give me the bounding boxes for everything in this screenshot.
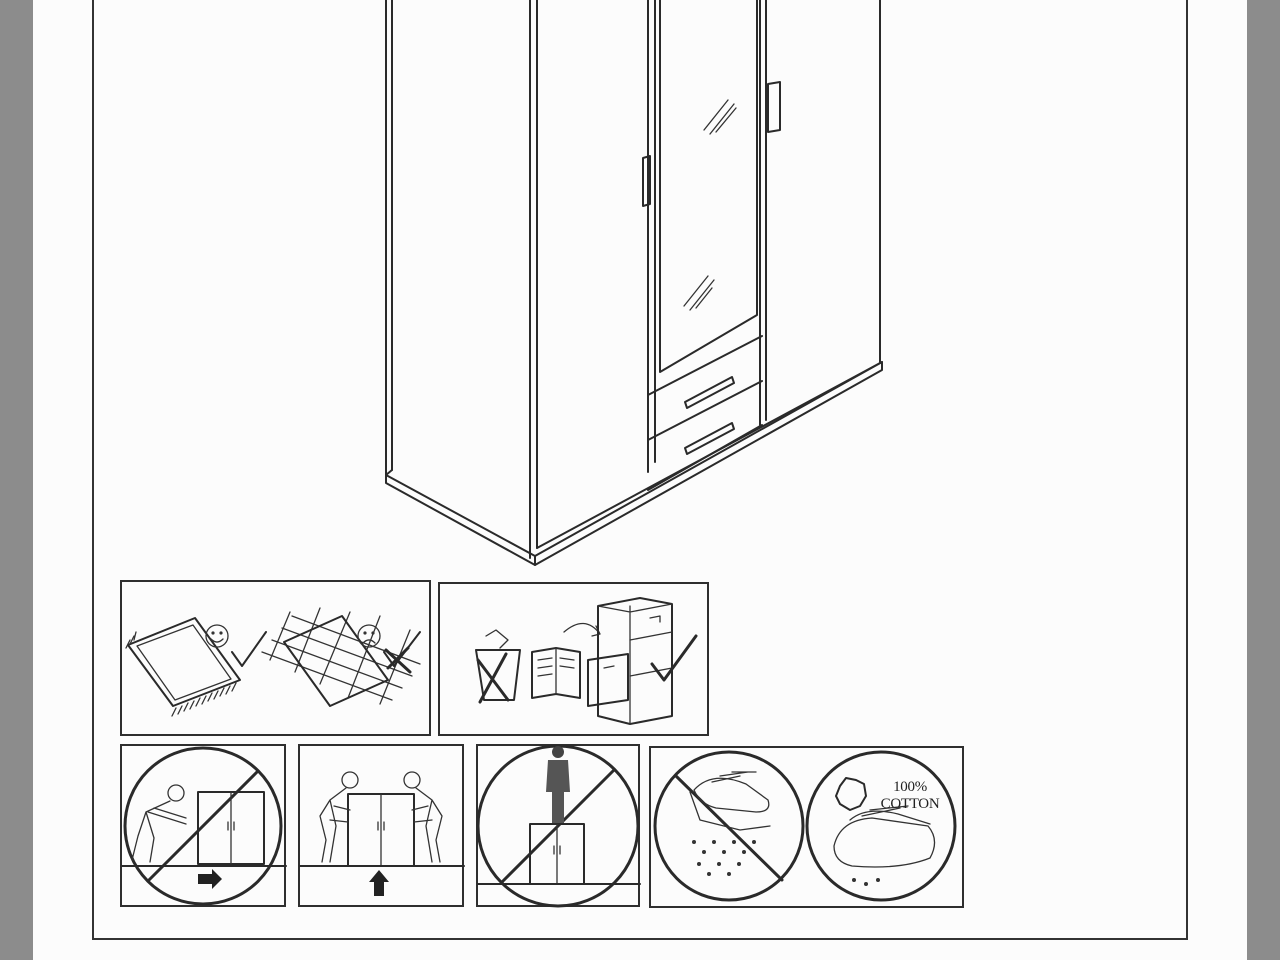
checkmark-icon — [231, 631, 267, 667]
packaging-recycle-pictogram — [438, 582, 709, 736]
filing-cabinet-icon — [587, 597, 673, 725]
cotton-label-line1: 100% — [893, 779, 927, 795]
viewer-right-margin — [1247, 0, 1280, 960]
arrow-right-icon — [198, 869, 222, 889]
cabinet-icon — [529, 823, 585, 885]
arrow-up-icon — [369, 870, 389, 896]
wardrobe-front-icon — [197, 791, 265, 865]
rug-on-floor-icon — [125, 617, 241, 717]
no-pushing-pictogram — [120, 744, 286, 907]
cross-check-icon — [383, 631, 421, 674]
page-border-frame — [92, 0, 1188, 940]
sad-face-icon — [357, 624, 381, 648]
lift-with-two-people-pictogram — [298, 744, 464, 907]
tile-floor-icon — [261, 607, 421, 707]
recycle-bin-cross-icon — [475, 629, 521, 704]
checkmark-icon — [650, 634, 698, 682]
cotton-label: 100% COTTON — [874, 779, 946, 813]
no-wet-cleaning-icon — [653, 750, 805, 902]
two-people-lifting-icon — [319, 771, 443, 867]
person-pushing-icon — [131, 784, 187, 863]
cotton-cloth-icon — [805, 750, 957, 902]
cleaning-care-pictogram — [649, 746, 964, 908]
cotton-label-line2: COTTON — [880, 796, 940, 812]
person-standing-icon — [546, 746, 570, 824]
prohibited-icon — [123, 746, 283, 906]
rug-vs-tile-floor-pictogram — [120, 580, 431, 736]
leather-icon — [835, 777, 867, 811]
smiley-icon — [205, 624, 229, 648]
viewer-left-margin — [0, 0, 33, 960]
document-page — [33, 0, 1247, 960]
